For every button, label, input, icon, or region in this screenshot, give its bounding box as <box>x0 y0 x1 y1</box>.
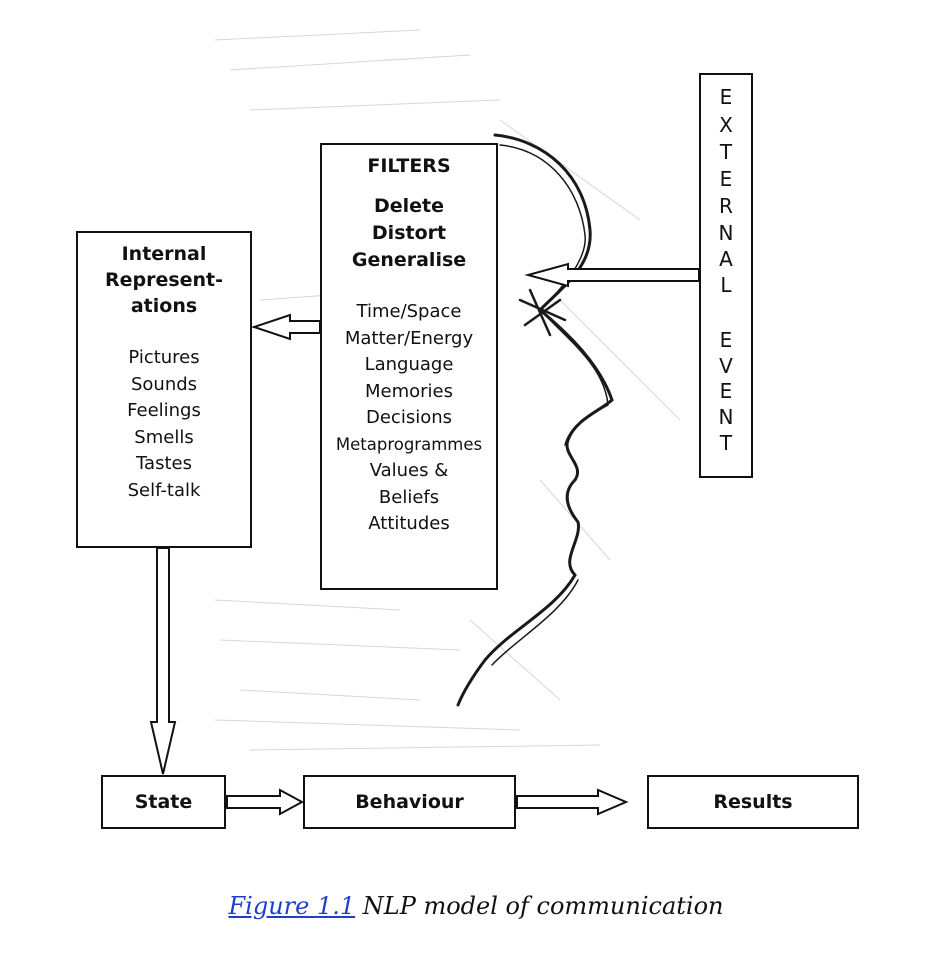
filters-item: Decisions <box>365 407 452 428</box>
external-letter: R <box>719 194 733 218</box>
external-letter: T <box>719 140 733 164</box>
sketch-hatching <box>214 29 681 751</box>
figure-link[interactable]: Figure 1.1 <box>228 892 356 920</box>
filters-item: Values & <box>369 460 449 481</box>
external-letter: L <box>720 273 732 297</box>
external-letter: X <box>719 113 733 137</box>
filters-item: Matter/Energy <box>344 327 474 349</box>
filters-process: Delete <box>373 195 445 217</box>
external-letter: T <box>719 431 733 455</box>
internal-title-line: ations <box>130 295 198 317</box>
internal-title-line: Represent- <box>104 269 224 291</box>
external-letter: E <box>719 167 733 191</box>
figure-caption: Figure 1.1 NLP model of communication <box>0 886 952 926</box>
arrow-behaviour-to-results <box>516 788 629 816</box>
filters-box: FILTERS Delete Distort Generalise Time/S… <box>320 143 498 590</box>
external-event-box: E X T E R N A L E V E N T <box>699 73 753 478</box>
internal-item: Feelings <box>127 400 201 421</box>
external-letter: E <box>719 328 733 352</box>
caption-text: NLP model of communication <box>355 892 724 920</box>
filters-item: Attitudes <box>368 513 450 534</box>
external-letter: N <box>718 405 734 429</box>
filters-item: Time/Space <box>356 301 462 322</box>
filters-title: FILTERS <box>367 155 451 177</box>
external-letter: E <box>719 85 733 109</box>
internal-item: Sounds <box>130 373 198 395</box>
state-label: State <box>134 791 193 813</box>
results-box: Results <box>647 775 859 829</box>
external-letter: A <box>719 247 733 271</box>
arrow-internal-to-state <box>149 547 177 775</box>
external-letter: N <box>718 221 734 245</box>
filters-item: Metaprogrammes <box>335 434 483 454</box>
external-letter: E <box>719 379 733 403</box>
behaviour-label: Behaviour <box>355 791 464 813</box>
filters-process: Generalise <box>351 249 467 271</box>
internal-representations-box: Internal Represent- ations Pictures Soun… <box>76 231 252 548</box>
results-label: Results <box>713 791 793 813</box>
internal-item: Pictures <box>128 347 200 368</box>
arrow-state-to-behaviour <box>226 788 305 816</box>
behaviour-box: Behaviour <box>303 775 516 829</box>
arrow-filters-to-internal <box>250 313 321 341</box>
filters-item: Memories <box>364 380 453 402</box>
arrow-external-to-filters <box>524 262 700 288</box>
internal-title-line: Internal <box>121 243 207 265</box>
filters-item: Language <box>364 354 454 375</box>
filters-process: Distort <box>371 222 447 244</box>
external-letter: V <box>719 354 733 378</box>
state-box: State <box>101 775 226 829</box>
internal-item: Self-talk <box>127 479 201 501</box>
filters-item: Beliefs <box>378 486 440 508</box>
internal-item: Smells <box>134 426 194 448</box>
internal-item: Tastes <box>136 453 192 474</box>
